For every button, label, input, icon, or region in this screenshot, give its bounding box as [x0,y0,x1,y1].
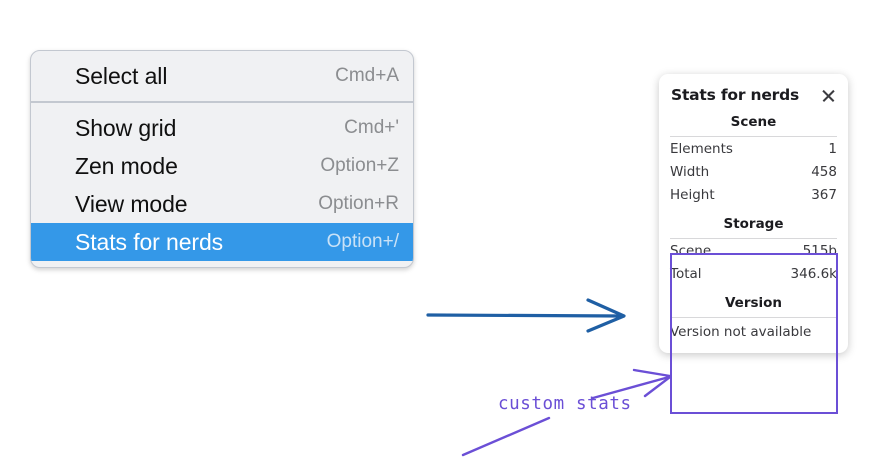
context-menu: Select all Cmd+A Show grid Cmd+' Zen mod… [30,50,414,268]
menu-item-view-mode[interactable]: View mode Option+R [31,185,413,223]
menu-item-shortcut: Option+R [318,193,399,214]
divider [670,238,837,239]
stat-row-total: Total 346.6k [659,262,848,285]
purple-underline-stroke [461,416,551,457]
stat-value: 458 [811,164,837,180]
stats-panel-header: Stats for nerds [659,84,848,104]
menu-item-label: Select all [75,62,168,89]
stat-row-height: Height 367 [659,183,848,206]
stat-key: Elements [670,141,733,157]
menu-item-label: Show grid [75,114,177,141]
stat-row-scene: Scene 515b [659,239,848,262]
section-heading-version: Version [724,295,783,311]
version-value: Version not available [670,324,812,340]
menu-item-label: Stats for nerds [75,228,224,255]
stat-row-elements: Elements 1 [659,137,848,160]
menu-item-select-all[interactable]: Select all Cmd+A [31,57,413,95]
menu-group-1: Select all Cmd+A [31,51,413,101]
menu-item-shortcut: Cmd+' [344,117,399,138]
stat-value: 515b [802,243,837,259]
menu-item-label: Zen mode [75,152,178,179]
stats-panel-title: Stats for nerds [671,86,800,104]
section-heading-storage: Storage [723,216,784,232]
menu-item-show-grid[interactable]: Show grid Cmd+' [31,109,413,147]
stats-for-nerds-panel: Stats for nerds Scene Elements 1 Width 4… [659,74,848,353]
close-icon[interactable] [820,87,837,104]
stat-value: 1 [828,141,837,157]
menu-item-shortcut: Option+Z [320,155,399,176]
stat-key: Scene [670,243,712,259]
menu-item-label: View mode [75,190,188,217]
divider [670,317,837,318]
blue-arrow-icon [426,298,626,333]
stat-key: Total [670,266,702,282]
stat-value: 346.6k [790,266,837,282]
menu-item-zen-mode[interactable]: Zen mode Option+Z [31,147,413,185]
menu-item-shortcut: Cmd+A [335,65,399,86]
menu-group-2: Show grid Cmd+' Zen mode Option+Z View m… [31,101,413,267]
menu-item-shortcut: Option+/ [326,231,399,252]
divider [670,136,837,137]
stat-key: Height [670,187,715,203]
menu-item-stats-for-nerds[interactable]: Stats for nerds Option+/ [31,223,413,261]
stat-row-width: Width 458 [659,160,848,183]
section-heading-scene: Scene [730,114,777,130]
custom-stats-annotation-label: custom stats [498,394,632,414]
stat-key: Width [670,164,710,180]
stat-value: 367 [811,187,837,203]
